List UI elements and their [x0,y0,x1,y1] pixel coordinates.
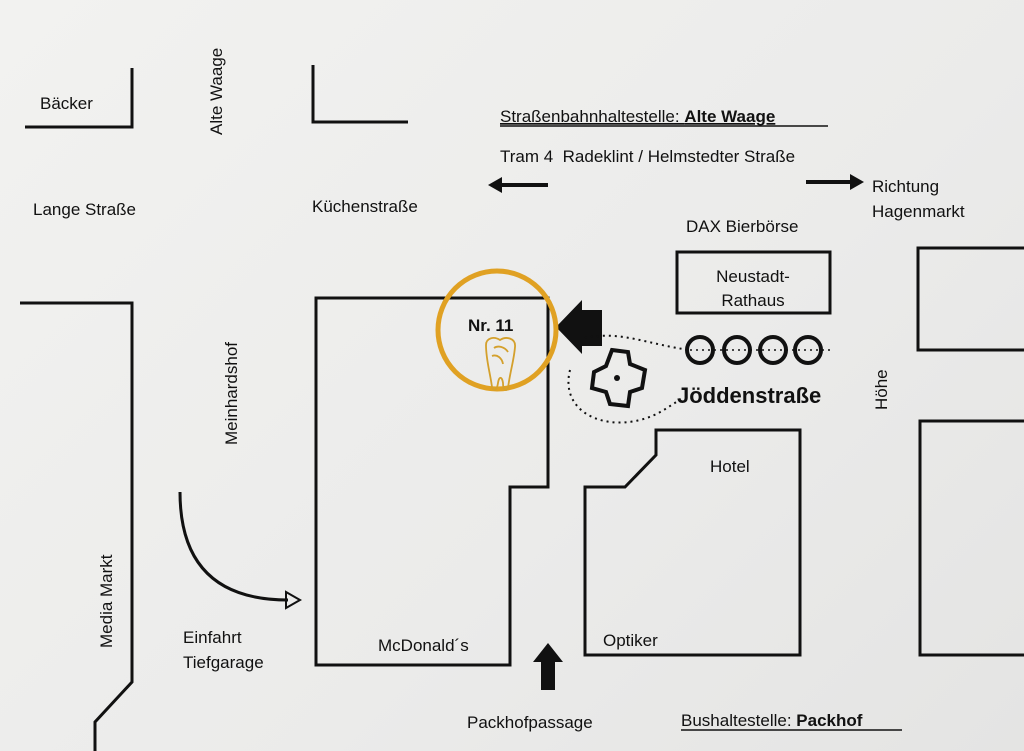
direction-line1: Richtung [872,177,939,196]
tree-row-icon [685,335,823,365]
einfahrt-line1: Einfahrt [183,628,242,647]
direction-line2: Hagenmarkt [872,202,965,221]
baecker-block [25,68,134,129]
einfahrt-line2: Tiefgarage [183,653,264,672]
label-hoehe: Höhe [872,369,891,410]
tram-line-label: Tram 4 Radeklint / Helmstedter Straße [500,147,795,166]
label-meinhardshof: Meinhardshof [222,342,241,445]
label-hotel: Hotel [710,457,750,476]
bus-stop-label: Bushaltestelle: Packhof [681,711,863,730]
media-markt-building [20,301,134,751]
main-building [314,296,550,667]
label-kuechenstrasse: Küchenstraße [312,197,418,216]
garage-entrance-arrow-icon [178,491,303,610]
label-dax: DAX Bierbörse [686,217,798,236]
label-nr-11: Nr. 11 [468,316,513,335]
arrow-up-icon [533,643,563,690]
dotted-path [567,334,691,424]
arrow-left-icon [488,177,548,193]
kuechen-block [311,65,408,124]
label-mcdonalds: McDonald´s [378,636,469,655]
rathaus-line1: Neustadt- [716,267,790,286]
hotel-building [583,428,802,657]
label-media-markt: Media Markt [97,554,116,648]
rathaus-building [675,250,832,315]
label-packhofpassage: Packhofpassage [467,713,593,732]
label-optiker: Optiker [603,631,658,650]
lion-tooth-logo-icon [485,337,516,391]
right-block-bottom [918,419,1024,657]
label-joeddenstrasse: Jöddenstraße [677,383,821,408]
right-block-top [916,246,1024,352]
label-alte-waage-street: Alte Waage [207,48,226,135]
tram-stop-label: Straßenbahnhaltestelle: Alte Waage [500,107,775,126]
label-lange-strasse: Lange Straße [33,200,136,219]
entrance-arrow-icon [556,300,602,354]
label-baecker: Bäcker [40,94,93,113]
fountain-icon [589,347,648,409]
rathaus-line2: Rathaus [721,291,784,310]
arrow-right-icon [806,174,864,190]
